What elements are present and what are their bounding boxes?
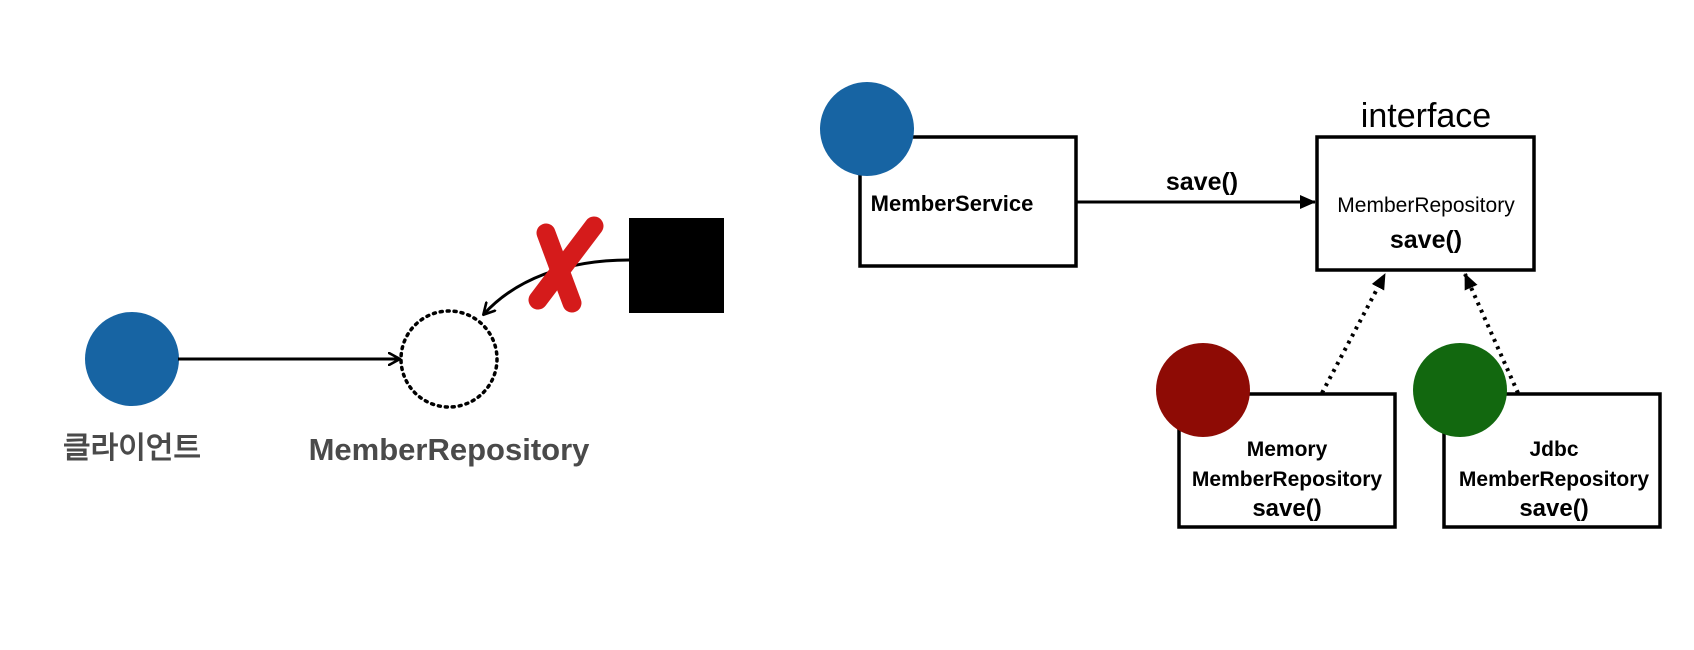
repository-label: MemberRepository (309, 432, 591, 467)
save-call-label: save() (1166, 168, 1238, 196)
jdbc-impl-line1: Jdbc (1529, 438, 1578, 461)
interface-method: save() (1390, 226, 1462, 254)
cross-mark-icon (528, 216, 604, 313)
jdbc-impl-method: save() (1519, 495, 1588, 522)
jdbc-repository-node (1413, 343, 1507, 437)
member-service-node (820, 82, 914, 176)
interface-name: MemberRepository (1337, 194, 1515, 217)
implementation-square (629, 218, 724, 313)
right-diagram: MemberService save() interface MemberRep… (820, 82, 1662, 529)
jdbc-implements-arrow (1463, 273, 1520, 394)
memory-impl-line1: Memory (1247, 438, 1328, 461)
member-service-label: MemberService (871, 191, 1034, 216)
memory-implements-arrow (1320, 273, 1387, 394)
jdbc-repository-box (1442, 392, 1662, 529)
interface-stereotype: interface (1361, 97, 1491, 135)
left-diagram: 클라이언트 MemberRepository (63, 216, 724, 467)
client-node (85, 312, 179, 406)
client-label: 클라이언트 (63, 432, 201, 465)
memory-repository-node (1156, 343, 1250, 437)
repository-placeholder (399, 309, 499, 409)
member-repository-interface-box (1315, 135, 1536, 272)
implementation-to-repository-arrow (484, 258, 630, 314)
memory-impl-method: save() (1252, 495, 1321, 522)
jdbc-impl-line2: MemberRepository (1459, 468, 1650, 491)
memory-impl-line2: MemberRepository (1192, 468, 1383, 491)
